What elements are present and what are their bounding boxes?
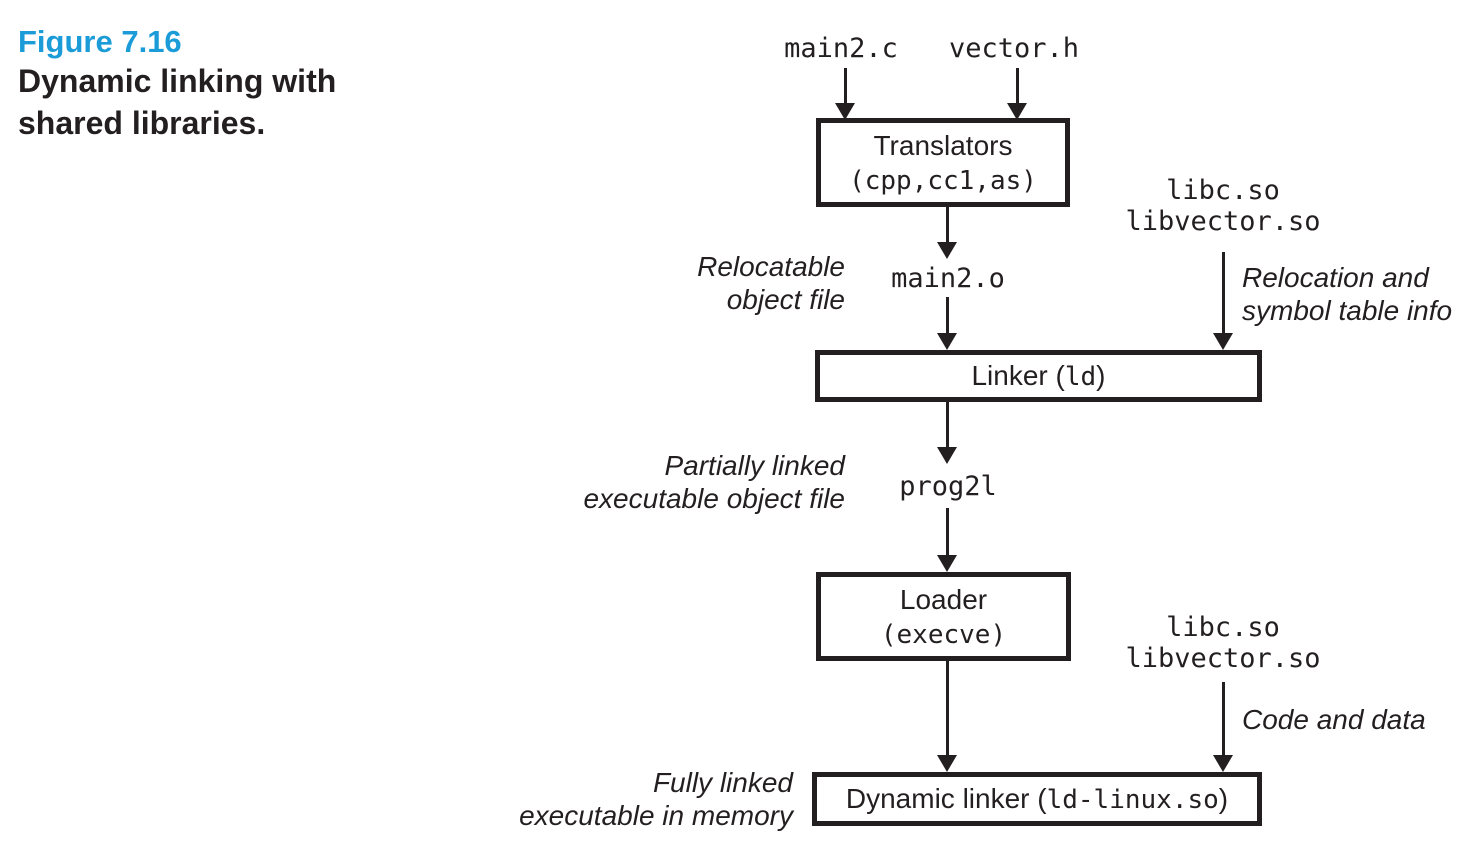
annotation-fully-line1: Fully linked	[652, 767, 793, 798]
figure-title-line2: shared libraries.	[18, 105, 266, 141]
label-main2-o: main2.o	[891, 263, 1005, 294]
linker-label: Linker (ld)	[971, 360, 1105, 392]
dynamic-linker-box: Dynamic linker (ld-linux.so)	[812, 772, 1262, 826]
annotation-partially-linked: Partially linked executable object file	[495, 449, 845, 515]
annotation-partially-line2: executable object file	[583, 483, 845, 514]
loader-title: Loader	[899, 583, 988, 615]
dynamic-linker-label: Dynamic linker (ld-linux.so)	[846, 783, 1228, 815]
dynamic-linker-label-suffix: )	[1218, 783, 1229, 814]
dynamic-linker-label-code: ld-linux.so	[1046, 785, 1219, 815]
loader-detail: (execve)	[880, 619, 1007, 650]
linker-label-prefix: Linker (	[971, 360, 1065, 391]
linker-box: Linker (ld)	[815, 350, 1262, 402]
annotation-relocatable-line2: object file	[726, 284, 845, 315]
label-vector-h: vector.h	[948, 33, 1080, 64]
label-main2-c: main2.c	[784, 33, 898, 64]
translators-detail: (cpp,cc1,as)	[849, 165, 1037, 196]
linker-label-suffix: )	[1096, 360, 1106, 391]
annotation-relocation-info: Relocation and symbol table info	[1242, 261, 1452, 327]
figure-title: Dynamic linking with shared libraries.	[18, 60, 336, 144]
annotation-code-and-data: Code and data	[1242, 704, 1426, 735]
translators-title: Translators	[873, 129, 1013, 161]
label-libc-so-top: libc.so	[1166, 175, 1280, 206]
figure-title-line1: Dynamic linking with	[18, 63, 337, 99]
annotation-relocatable-line1: Relocatable	[697, 251, 845, 282]
label-prog2l: prog2l	[899, 471, 997, 502]
label-shared-libs-top: libc.so libvector.so	[1125, 175, 1320, 237]
label-shared-libs-bottom: libc.so libvector.so	[1125, 612, 1320, 674]
annotation-relocatable-object-file: Relocatable object file	[545, 250, 845, 316]
dynamic-linker-label-prefix: Dynamic linker (	[845, 783, 1047, 814]
annotation-fully-line2: executable in memory	[519, 800, 793, 831]
figure-caption: Figure 7.16 Dynamic linking with shared …	[18, 24, 336, 144]
label-libvector-so-top: libvector.so	[1125, 206, 1321, 237]
translators-box: Translators (cpp,cc1,as)	[816, 118, 1070, 207]
annotation-fully-linked: Fully linked executable in memory	[443, 766, 793, 832]
annotation-relocation-line1: Relocation and	[1242, 262, 1429, 293]
linker-label-code: ld	[1064, 362, 1097, 392]
figure-number: Figure 7.16	[18, 24, 182, 59]
loader-box: Loader (execve)	[816, 572, 1071, 661]
label-libvector-so-bottom: libvector.so	[1125, 643, 1321, 674]
annotation-relocation-line2: symbol table info	[1242, 295, 1453, 326]
label-libc-so-bottom: libc.so	[1166, 612, 1280, 643]
annotation-partially-line1: Partially linked	[664, 450, 845, 481]
